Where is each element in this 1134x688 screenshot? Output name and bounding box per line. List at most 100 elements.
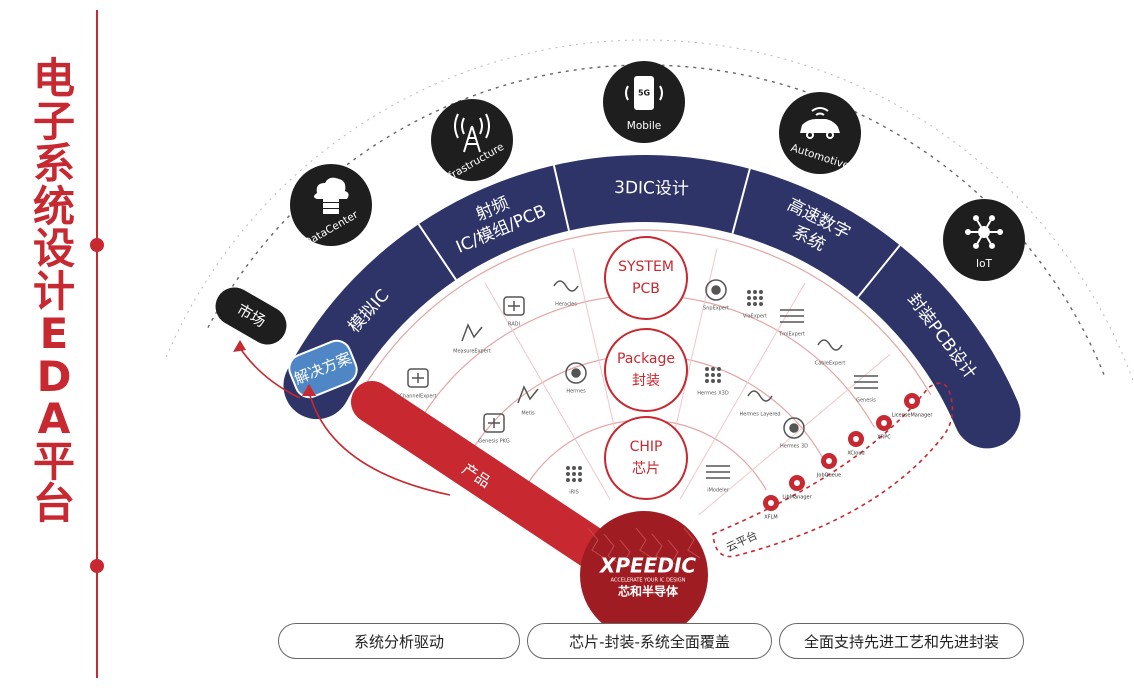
icon-glyph xyxy=(753,302,757,306)
feature-pill-system-analysis: 系统分析驱动 xyxy=(278,623,520,659)
cloud-item-name: XCloud xyxy=(847,451,864,457)
brand-logo: XPEEDICACCELERATE YOUR IC DESIGN芯和半导体 xyxy=(580,511,708,639)
cloud-icon-dot xyxy=(768,500,774,506)
scenario-automotive: Automotive xyxy=(779,92,861,174)
icon-glyph xyxy=(518,387,538,403)
product-name: iRIS xyxy=(569,490,579,496)
product-channelexpert: ChannelExpert xyxy=(400,369,437,400)
scenario-infrastructure: Infrastructure xyxy=(431,99,513,187)
icon-glyph xyxy=(508,301,520,311)
icon-glyph xyxy=(572,369,580,377)
wave-icon xyxy=(554,281,578,291)
icon-glyph xyxy=(753,296,757,300)
icon-glyph xyxy=(854,376,878,388)
server-slot xyxy=(323,197,339,202)
hub-leaf xyxy=(965,229,971,235)
product-name: Heracles xyxy=(555,302,577,308)
product-hermes-layered: Hermes Layered xyxy=(739,391,780,418)
icon-glyph xyxy=(790,424,798,432)
chip-icon xyxy=(518,387,538,403)
iris-icon xyxy=(566,466,582,482)
arrow-to-market-head xyxy=(233,340,246,352)
brand-tagline: ACCELERATE YOUR IC DESIGN xyxy=(611,578,686,584)
icon-glyph xyxy=(747,302,751,306)
hub-leaf xyxy=(989,243,995,249)
level-label: Package xyxy=(617,351,675,367)
cloud-item-xrpc: XRPC xyxy=(876,415,892,441)
icon-glyph xyxy=(712,286,720,294)
cloud-item-licensemanager: LicenseManager xyxy=(892,393,934,419)
icon-glyph xyxy=(705,373,709,377)
scenario-label: Mobile xyxy=(627,120,661,132)
cloud-item-name: JobQueue xyxy=(816,473,841,479)
cloud-icon-dot xyxy=(909,398,915,404)
cloud-item-name: LibManager xyxy=(782,495,812,501)
scenario-iot: IoT xyxy=(943,199,1025,281)
icon-glyph xyxy=(572,466,576,470)
scenario-label: IoT xyxy=(976,258,993,270)
product-name: Genesis xyxy=(856,398,876,404)
channel-icon xyxy=(408,369,428,387)
snp-icon xyxy=(706,280,726,300)
product-radi: RADI xyxy=(504,297,524,328)
icon-glyph xyxy=(711,379,715,383)
product-iris: iRIS xyxy=(566,466,582,496)
product-heracles: Heracles xyxy=(554,281,578,308)
icon-glyph xyxy=(412,373,424,383)
product-cableexpert: CableExpert xyxy=(815,340,846,367)
cloud-icon-dot xyxy=(826,458,832,464)
product-name: Hermes Layered xyxy=(739,412,780,418)
product-genesis: Genesis xyxy=(854,376,878,404)
icon-glyph xyxy=(572,472,576,476)
product-name: SnpExpert xyxy=(703,306,729,312)
hub-leaf xyxy=(973,215,979,221)
level-label: 封装 xyxy=(632,373,660,389)
level-label: 芯片 xyxy=(632,461,660,477)
cloud-item-jobqueue: JobQueue xyxy=(816,453,841,479)
cloud-item-name: LicenseManager xyxy=(892,413,934,419)
level-circle xyxy=(605,417,687,499)
product-hermes-3d: Hermes 3D xyxy=(780,418,808,450)
level-label: SYSTEM xyxy=(618,259,674,275)
product-name: TmlExpert xyxy=(778,332,805,338)
brand-logo-text: XPEEDIC xyxy=(598,554,696,578)
scenario-mobile: 5GMobile xyxy=(603,61,685,143)
via-dots-icon xyxy=(747,290,763,306)
server-slot xyxy=(323,203,339,208)
icon-glyph xyxy=(566,478,570,482)
imodeler-icon xyxy=(706,466,730,478)
level-circle xyxy=(605,237,687,319)
product-genesis-pkg: Genesis PKG xyxy=(478,414,510,445)
product-name: Hermes xyxy=(566,389,586,395)
icon-glyph xyxy=(711,367,715,371)
product-name: ChannelExpert xyxy=(400,394,437,400)
cloud-item-xflm: XFLM xyxy=(763,495,779,521)
product-name: RADI xyxy=(508,322,520,328)
product-name: MeasureExpert xyxy=(453,349,491,355)
hub-leaf xyxy=(989,215,995,221)
gauge-icon xyxy=(462,325,482,341)
solution-band-cap xyxy=(953,381,1020,448)
cloud-icon-dot xyxy=(853,436,859,442)
hub-leaf xyxy=(997,229,1003,235)
waveform-icon xyxy=(566,363,586,383)
car-wheel xyxy=(827,132,833,138)
cloud-icon-dot xyxy=(881,420,887,426)
feature-pill-full-coverage: 芯片-封装-系统全面覆盖 xyxy=(527,623,772,659)
level-label: CHIP xyxy=(630,439,663,455)
icon-glyph xyxy=(578,466,582,470)
x3d-icon xyxy=(705,367,721,383)
solution-segment-label: 3DIC设计 xyxy=(614,178,689,199)
icon-glyph xyxy=(753,290,757,294)
icon-glyph xyxy=(578,478,582,482)
product-name: Metis xyxy=(521,411,535,417)
product-name: ViaExpert xyxy=(743,314,767,320)
product-name: CableExpert xyxy=(815,361,846,367)
icon-glyph xyxy=(818,340,842,350)
scenario-datacenter: DataCenter xyxy=(290,164,372,249)
product-snpexpert: SnpExpert xyxy=(703,280,729,312)
icon-glyph xyxy=(578,472,582,476)
product-viaexpert: ViaExpert xyxy=(743,290,767,320)
product-name: Hermes 3D xyxy=(780,444,808,450)
